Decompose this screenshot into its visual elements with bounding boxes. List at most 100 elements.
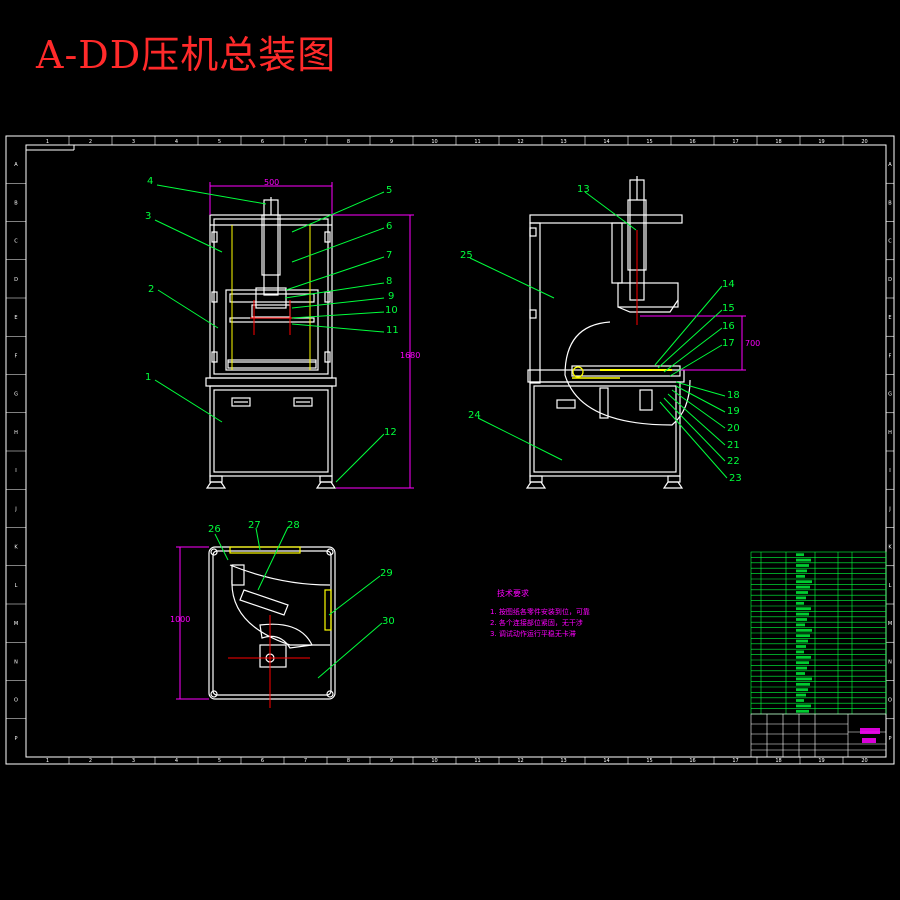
frame-zone-letter: N [888, 659, 892, 665]
parts-list-entry-mark [796, 639, 808, 643]
callout-number: 8 [386, 276, 392, 287]
frame-zone-number: 15 [646, 758, 652, 764]
parts-list-entry-mark [796, 607, 811, 611]
frame-zone-letter: J [888, 506, 890, 512]
frame-zone-letter: L [15, 583, 18, 589]
frame-zone-letter: D [888, 277, 892, 283]
frame-zone-letter: G [14, 392, 18, 398]
frame-zone-number: 12 [517, 758, 523, 764]
parts-list-entry-mark [796, 569, 807, 573]
frame-zone-number: 17 [732, 139, 738, 145]
parts-list-entry-mark [796, 564, 809, 567]
callout-number: 1 [145, 372, 151, 383]
frame-zone-number: 18 [775, 758, 781, 764]
callout-number: 12 [384, 427, 397, 438]
callout-number: 26 [208, 524, 221, 535]
frame-zone-number: 6 [261, 758, 264, 764]
callout-leader-line [291, 191, 385, 233]
callout-number: 24 [468, 410, 481, 421]
parts-list-entry-mark [796, 677, 812, 681]
frame-zone-number: 9 [390, 758, 393, 764]
callout-number: 28 [287, 520, 300, 531]
frame-zone-number: 14 [603, 758, 609, 764]
frame-zone-number: 11 [474, 758, 480, 764]
frame-zone-number: 10 [431, 139, 437, 145]
parts-list-entry-mark [796, 688, 808, 692]
frame-zone-letter: B [888, 200, 892, 206]
tech-requirement-item: 1. 按图纸各零件安装到位，可靠 [490, 607, 590, 616]
callout-leader-line [255, 527, 261, 551]
frame-zone-number: 13 [560, 758, 566, 764]
callout-number: 6 [386, 221, 392, 232]
parts-list-entry-mark [796, 612, 809, 616]
callout-number: 4 [147, 176, 153, 187]
callout-number: 7 [386, 250, 392, 261]
parts-list-entry-mark [796, 574, 805, 578]
parts-list-entry-mark [796, 645, 806, 648]
callout-number: 9 [388, 291, 394, 302]
callout-number: 14 [722, 279, 735, 290]
frame-zone-letter: K [14, 545, 18, 551]
callout-number: 2 [148, 284, 154, 295]
callout-leader-line [654, 285, 723, 366]
frame-zone-letter: H [888, 430, 892, 436]
frame-zone-number: 16 [689, 758, 695, 764]
frame-zone-number: 11 [474, 139, 480, 145]
frame-zone-number: 17 [732, 758, 738, 764]
side-view [525, 176, 691, 489]
frame-zone-letter: O [888, 698, 892, 704]
frame-zone-letter: A [14, 162, 18, 168]
frame-zone-letter: C [14, 239, 18, 245]
callout-leader-line [291, 227, 385, 263]
frame-zone-letter: J [14, 506, 16, 512]
parts-list-entry-mark [796, 585, 810, 589]
frame-zone-letter: N [14, 659, 18, 665]
frame-zone-letter: C [888, 239, 892, 245]
frame-zone-number: 19 [818, 758, 824, 764]
frame-zone-letter: I [15, 468, 16, 474]
parts-list-entry-mark [796, 591, 808, 594]
callout-leader-line [291, 323, 385, 333]
frame-zone-letter: O [14, 698, 18, 704]
callout-number: 10 [385, 305, 398, 316]
frame-zone-letter: H [14, 430, 18, 436]
parts-list-entry-mark [796, 709, 809, 713]
callout-leader-line [285, 256, 385, 291]
callout-leader-line [584, 191, 637, 231]
callout-number: 22 [727, 456, 740, 467]
callout-leader-line [291, 297, 385, 309]
callout-leader-line [156, 184, 267, 205]
parts-list-entry-mark [796, 601, 804, 605]
callout-leader-line [291, 311, 385, 319]
parts-list-entry-mark [796, 693, 806, 697]
callout-number: 11 [386, 325, 399, 336]
parts-list-entry-mark [796, 650, 804, 654]
parts-list-entry-mark [796, 699, 804, 702]
parts-list-entry-mark [796, 682, 810, 686]
parts-list-entry-mark [796, 596, 806, 600]
callout-leader-line [257, 526, 289, 591]
frame-zone-letter: L [889, 583, 892, 589]
frame-zone-number: 9 [390, 139, 393, 145]
frame-zone-number: 20 [861, 139, 867, 145]
frame-zone-number: 20 [861, 758, 867, 764]
callout-leader-line [675, 385, 726, 413]
frame-zone-number: 16 [689, 139, 695, 145]
callout-leader-line [284, 282, 385, 299]
title-block [750, 713, 887, 758]
frame-zone-letter: B [14, 200, 18, 206]
dimension-texts: 500 1680 700 1000 [170, 178, 760, 624]
callout-number: 30 [382, 616, 395, 627]
frame-zone-number: 4 [175, 758, 178, 764]
callout-leaders [154, 184, 728, 679]
callout-leader-line [214, 533, 229, 561]
parts-list-entry-mark [796, 704, 811, 708]
frame-zone-number: 3 [132, 139, 135, 145]
callout-number: 27 [248, 520, 261, 531]
callout-leader-line [154, 219, 223, 253]
callout-number: 21 [727, 440, 740, 451]
dim-width-top: 500 [264, 178, 279, 187]
frame-zone-letter: F [889, 353, 892, 359]
